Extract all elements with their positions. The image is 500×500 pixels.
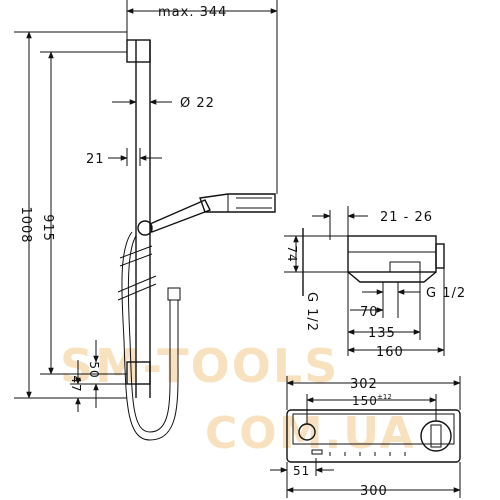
dim-thermo-height: 74 bbox=[285, 245, 299, 262]
dim-thermo-160: 160 bbox=[376, 345, 404, 360]
rail-dimensions: max. 344 Ø 22 21 1008 915 47 50 bbox=[14, 0, 278, 412]
shower-holder-arm bbox=[149, 199, 211, 233]
dim-thermo-135: 135 bbox=[368, 326, 396, 341]
dim-front-width-bottom: 300 bbox=[360, 484, 388, 499]
dim-thermo-70: 70 bbox=[360, 305, 379, 320]
dim-front-offset: 51 bbox=[293, 464, 310, 478]
thermostat-knob bbox=[435, 243, 445, 269]
dim-inlet-right: G 1/2 bbox=[426, 286, 466, 301]
dim-thermo-depth: 21 - 26 bbox=[380, 210, 433, 225]
dim-inlet-left: G 1/2 bbox=[304, 292, 319, 332]
dim-max-reach: max. 344 bbox=[158, 5, 227, 20]
thermostat-front-body bbox=[286, 409, 461, 463]
dim-bar-offset: 21 bbox=[86, 152, 105, 167]
watermark-line2: COM.UA bbox=[205, 408, 416, 459]
dim-bar-diameter: Ø 22 bbox=[180, 96, 215, 111]
dim-total-height: 1008 bbox=[18, 206, 33, 243]
hand-shower-head bbox=[199, 193, 276, 213]
dim-front-spacing-tolerance: ±12 bbox=[377, 393, 392, 401]
top-wall-bracket bbox=[126, 39, 151, 63]
hose-connector bbox=[167, 287, 181, 301]
dim-mount-height: 915 bbox=[40, 214, 55, 242]
scale-ticks bbox=[329, 452, 406, 456]
slider-knob bbox=[137, 220, 153, 236]
thermostat-side-view: 21 - 26 74 G 1/2 70 G 1/2 135 160 bbox=[284, 206, 466, 360]
shower-hose-inner bbox=[127, 235, 171, 433]
dim-front-width-top: 302 bbox=[350, 377, 378, 392]
bottom-wall-bracket bbox=[126, 361, 151, 385]
dim-lower-50: 50 bbox=[87, 361, 101, 378]
shower-hose-outer bbox=[121, 231, 179, 441]
thermostat-front-view: 302 150 ±12 51 300 bbox=[270, 376, 461, 499]
thermostat-body bbox=[347, 235, 437, 273]
dim-front-spacing: 150 bbox=[352, 394, 378, 408]
dim-lower-47: 47 bbox=[69, 375, 83, 392]
